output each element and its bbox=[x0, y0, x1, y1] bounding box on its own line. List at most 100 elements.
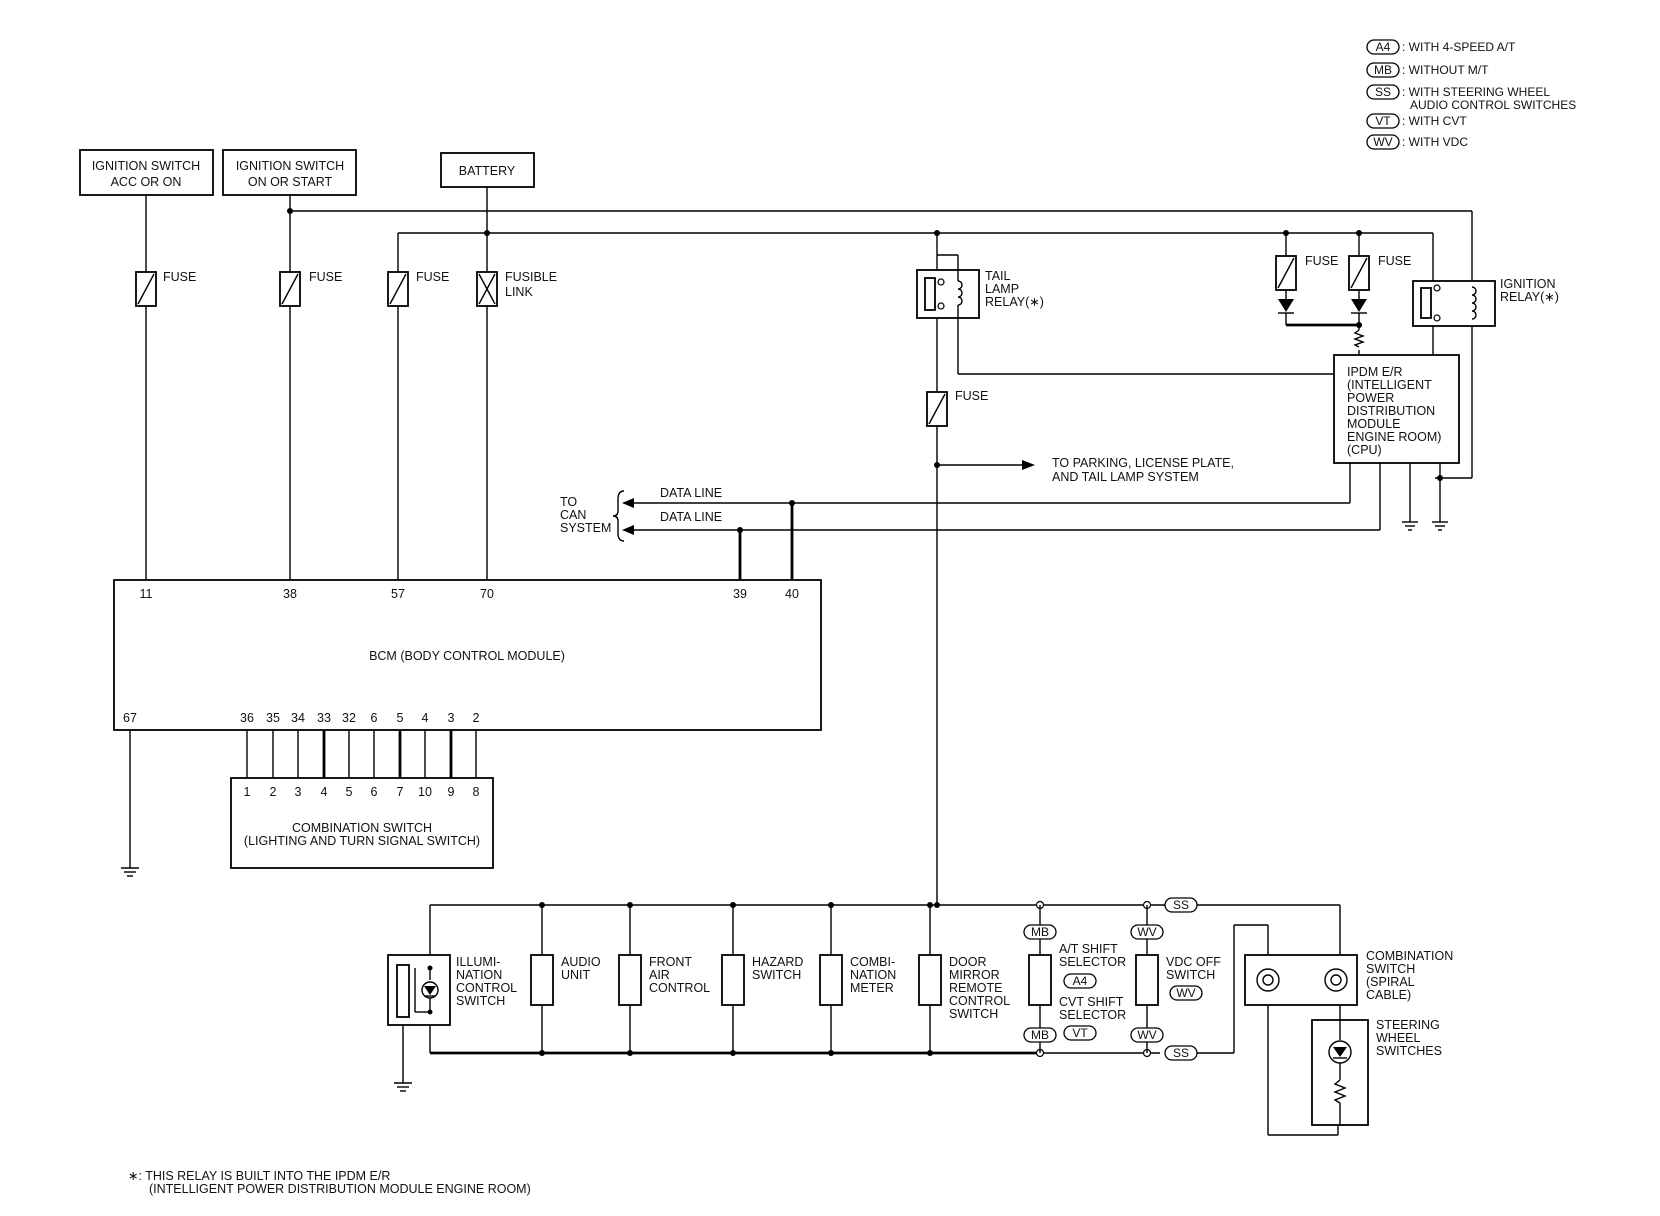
hazard-switch: HAZARD SWITCH bbox=[721, 905, 803, 1053]
source-ignition-acc: IGNITION SWITCH ACC OR ON bbox=[79, 149, 214, 196]
bcm-pin: 70 bbox=[480, 587, 494, 601]
relay-label: TAIL bbox=[985, 269, 1011, 283]
tag-mb: MB bbox=[1031, 1028, 1049, 1042]
ipdm-module: IPDM E/R (INTELLIGENT POWER DISTRIBUTION… bbox=[1333, 354, 1460, 464]
ground-symbol bbox=[1432, 521, 1448, 531]
switch-pin: 3 bbox=[295, 785, 302, 799]
source-battery: BATTERY bbox=[440, 152, 535, 188]
ipdm-fuse-1: FUSE bbox=[1275, 254, 1338, 325]
power-wires bbox=[145, 187, 1473, 580]
fusible-link-label: LINK bbox=[505, 285, 533, 299]
bcm-pin: 36 bbox=[240, 711, 254, 725]
relay-label: RELAY(∗) bbox=[1500, 290, 1559, 304]
fuse-3: FUSE bbox=[387, 270, 449, 307]
bcm-pin: 2 bbox=[473, 711, 480, 725]
legend-code: SS bbox=[1375, 85, 1391, 99]
bcm-pin: 32 bbox=[342, 711, 356, 725]
legend-item-ss: SS : WITH STEERING WHEEL AUDIO CONTROL S… bbox=[1366, 84, 1576, 112]
front-air-control: FRONT AIR CONTROL bbox=[618, 905, 710, 1053]
legend-item-a4: A4 : WITH 4-SPEED A/T bbox=[1366, 39, 1516, 55]
bcm-pin: 6 bbox=[371, 711, 378, 725]
legend: A4 : WITH 4-SPEED A/T MB : WITHOUT M/T S… bbox=[1366, 39, 1576, 150]
steering-wheel-switches: STEERING WHEEL SWITCHES bbox=[1311, 1018, 1442, 1126]
legend-code: MB bbox=[1374, 63, 1392, 77]
bcm-pin: 38 bbox=[283, 587, 297, 601]
ground-symbol bbox=[121, 867, 139, 877]
ipdm-label: ENGINE ROOM) bbox=[1347, 430, 1441, 444]
combination-switch-lighting: 1 2 3 4 5 6 7 10 9 8 COMBINATION SWITCH … bbox=[230, 777, 494, 869]
load-label: NATION bbox=[850, 968, 896, 982]
load-label: CVT SHIFT bbox=[1059, 995, 1124, 1009]
switch-pin: 8 bbox=[473, 785, 480, 799]
switch-pin: 1 bbox=[244, 785, 251, 799]
legend-text: : WITHOUT M/T bbox=[1402, 63, 1489, 77]
fusible-link-label: FUSIBLE bbox=[505, 270, 557, 284]
legend-item-mb: MB : WITHOUT M/T bbox=[1366, 62, 1489, 78]
source-ignition-on: IGNITION SWITCH ON OR START bbox=[222, 149, 357, 196]
bcm-pin: 39 bbox=[733, 587, 747, 601]
bcm-pin: 33 bbox=[317, 711, 331, 725]
source-label: ON OR START bbox=[248, 175, 333, 189]
ipdm-label: MODULE bbox=[1347, 417, 1400, 431]
load-label: SWITCH bbox=[949, 1007, 998, 1021]
ground-symbol bbox=[1402, 521, 1418, 531]
to-parking-label: TO PARKING, LICENSE PLATE, bbox=[1052, 456, 1234, 470]
fuse-label: FUSE bbox=[955, 389, 988, 403]
bcm-title: BCM (BODY CONTROL MODULE) bbox=[369, 649, 565, 663]
fuse-tail: FUSE bbox=[926, 389, 988, 427]
tag-ss: SS bbox=[1173, 898, 1189, 912]
data-line-label: DATA LINE bbox=[660, 510, 722, 524]
load-label: ILLUMI- bbox=[456, 955, 500, 969]
ipdm-label: POWER bbox=[1347, 391, 1394, 405]
bcm-pin: 40 bbox=[785, 587, 799, 601]
load-label: SWITCH bbox=[752, 968, 801, 982]
bcm-pin: 11 bbox=[140, 587, 153, 601]
load-label: COMBINATION bbox=[1366, 949, 1453, 963]
load-label: UNIT bbox=[561, 968, 591, 982]
fuse-2: FUSE bbox=[279, 270, 342, 307]
ignition-relay: IGNITION RELAY(∗) bbox=[1412, 277, 1559, 327]
load-label: CONTROL bbox=[456, 981, 517, 995]
load-label: SELECTOR bbox=[1059, 1008, 1126, 1022]
load-label: AUDIO bbox=[561, 955, 601, 969]
fuse-label: FUSE bbox=[163, 270, 196, 284]
load-label: CABLE) bbox=[1366, 988, 1411, 1002]
legend-text: : WITH CVT bbox=[1402, 114, 1467, 128]
load-label: SELECTOR bbox=[1059, 955, 1126, 969]
relay-label: LAMP bbox=[985, 282, 1019, 296]
bcm-pin: 35 bbox=[266, 711, 280, 725]
switch-pin: 9 bbox=[448, 785, 455, 799]
tag-wv: WV bbox=[1137, 925, 1156, 939]
data-line-label: DATA LINE bbox=[660, 486, 722, 500]
ground-symbol bbox=[394, 1082, 412, 1092]
footnote-line: (INTELLIGENT POWER DISTRIBUTION MODULE E… bbox=[149, 1182, 531, 1196]
tag-wv: WV bbox=[1176, 986, 1195, 1000]
ipdm-label: DISTRIBUTION bbox=[1347, 404, 1435, 418]
load-label: SWITCH bbox=[1366, 962, 1415, 976]
bcm-pin: 57 bbox=[391, 587, 405, 601]
tag-ss: SS bbox=[1173, 1046, 1189, 1060]
footnote-line: ∗: THIS RELAY IS BUILT INTO THE IPDM E/R bbox=[128, 1169, 390, 1183]
door-mirror-remote-control-switch: DOOR MIRROR REMOTE CONTROL SWITCH bbox=[918, 905, 1010, 1053]
legend-code: VT bbox=[1375, 114, 1391, 128]
can-data-lines: DATA LINE DATA LINE TO CAN SYSTEM bbox=[560, 486, 1380, 580]
combination-switch-wires bbox=[246, 730, 477, 778]
load-label: STEERING bbox=[1376, 1018, 1440, 1032]
load-label: (SPIRAL bbox=[1366, 975, 1415, 989]
load-label: METER bbox=[850, 981, 894, 995]
relay-label: RELAY(∗) bbox=[985, 295, 1044, 309]
ipdm-label: (INTELLIGENT bbox=[1347, 378, 1432, 392]
legend-item-wv: WV : WITH VDC bbox=[1366, 134, 1468, 150]
load-label: DOOR bbox=[949, 955, 987, 969]
ss-tag-top: SS bbox=[1164, 897, 1198, 913]
switch-pin: 5 bbox=[346, 785, 353, 799]
vdc-off-switch: WV WV VDC OFF SWITCH WV bbox=[1130, 905, 1221, 1053]
tail-lamp-relay: TAIL LAMP RELAY(∗) bbox=[916, 233, 1044, 319]
audio-unit: AUDIO UNIT bbox=[530, 905, 601, 1053]
load-label: CONTROL bbox=[949, 994, 1010, 1008]
load-label: SWITCH bbox=[1166, 968, 1215, 982]
combination-switch-spiral-cable: COMBINATION SWITCH (SPIRAL CABLE) bbox=[1244, 949, 1453, 1006]
legend-text: AUDIO CONTROL SWITCHES bbox=[1410, 98, 1576, 112]
switch-title: (LIGHTING AND TURN SIGNAL SWITCH) bbox=[244, 834, 480, 848]
ipdm-label: IPDM E/R bbox=[1347, 365, 1403, 379]
